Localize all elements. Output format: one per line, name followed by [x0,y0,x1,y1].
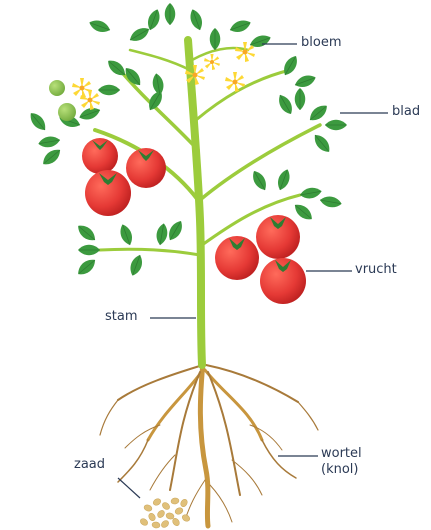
unripe-fruits [49,80,76,121]
seeds [139,497,191,529]
leaf-label: blad [392,104,420,119]
root-label: wortel (knol) [321,446,362,478]
root-label-line2: (knol) [321,462,362,478]
seed-pointer [118,478,140,498]
tomato [260,258,306,304]
flower-label: bloem [301,35,341,50]
tomato [126,148,166,188]
stem-label: stam [105,309,138,324]
flowers [72,42,255,110]
seed-label: zaad [74,457,105,472]
tomato [82,138,118,174]
tomato [85,170,131,216]
fruit-label: vrucht [355,262,397,277]
tomato [215,236,259,280]
tomato [256,215,300,259]
roots [100,362,318,526]
root-label-line1: wortel [321,446,362,462]
